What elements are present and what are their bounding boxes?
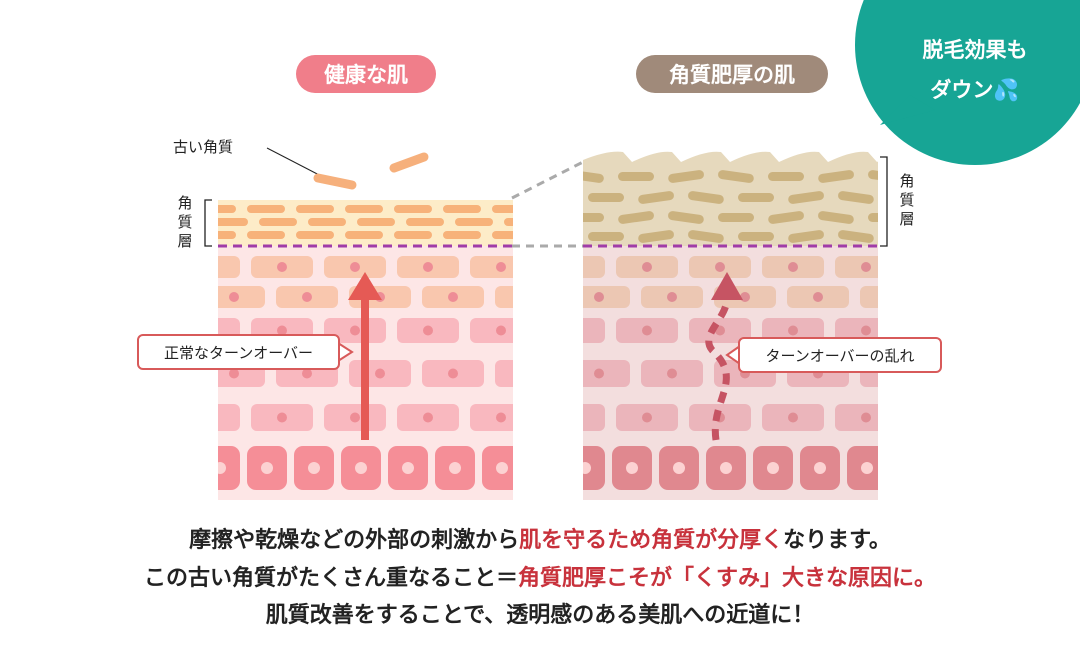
badge-line1: 脱毛効果も [922, 38, 1028, 62]
bottom-line-2: この古い角質がたくさん重なること＝角質肥厚こそが「くすみ」大きな原因に。 [143, 566, 937, 591]
sweat-drop-icon: 💦 [993, 78, 1020, 102]
disrupted-turnover-callout: ターンオーバーの乱れ [738, 337, 942, 373]
disrupted-turnover-arrow [705, 272, 743, 441]
healthy-skin-title: 健康な肌 [296, 55, 436, 93]
old-keratin-pointer [266, 147, 326, 179]
thick-stratum-corneum [583, 151, 878, 246]
zoom-guide-line-top [511, 160, 584, 200]
bottom-line-1: 摩擦や乾燥などの外部の刺激から肌を守るため角質が分厚くなります。 [189, 528, 891, 553]
left-stratum-corneum-label: 角質層 [177, 194, 193, 250]
old-keratin-flake [389, 152, 429, 173]
normal-turnover-callout: 正常なターンオーバー [137, 334, 340, 370]
badge-bubble-tail [880, 95, 935, 125]
old-keratin-label: 古い角質 [173, 138, 234, 156]
turnover-arrow [348, 272, 382, 440]
badge-text: 脱毛効果も ダウン💦 [880, 30, 1070, 110]
bottom-line-3: 肌質改善をすることで、透明感のある美肌への近道に！ [265, 603, 815, 628]
right-layer-bracket [880, 156, 888, 247]
right-stratum-corneum-label: 角質層 [899, 172, 915, 228]
thick-skin-illustration [583, 151, 878, 500]
left-layer-bracket [204, 199, 212, 247]
old-keratin-flake [313, 173, 357, 190]
thick-skin-title: 角質肥厚の肌 [636, 55, 828, 93]
badge-line2: ダウン [930, 78, 994, 102]
